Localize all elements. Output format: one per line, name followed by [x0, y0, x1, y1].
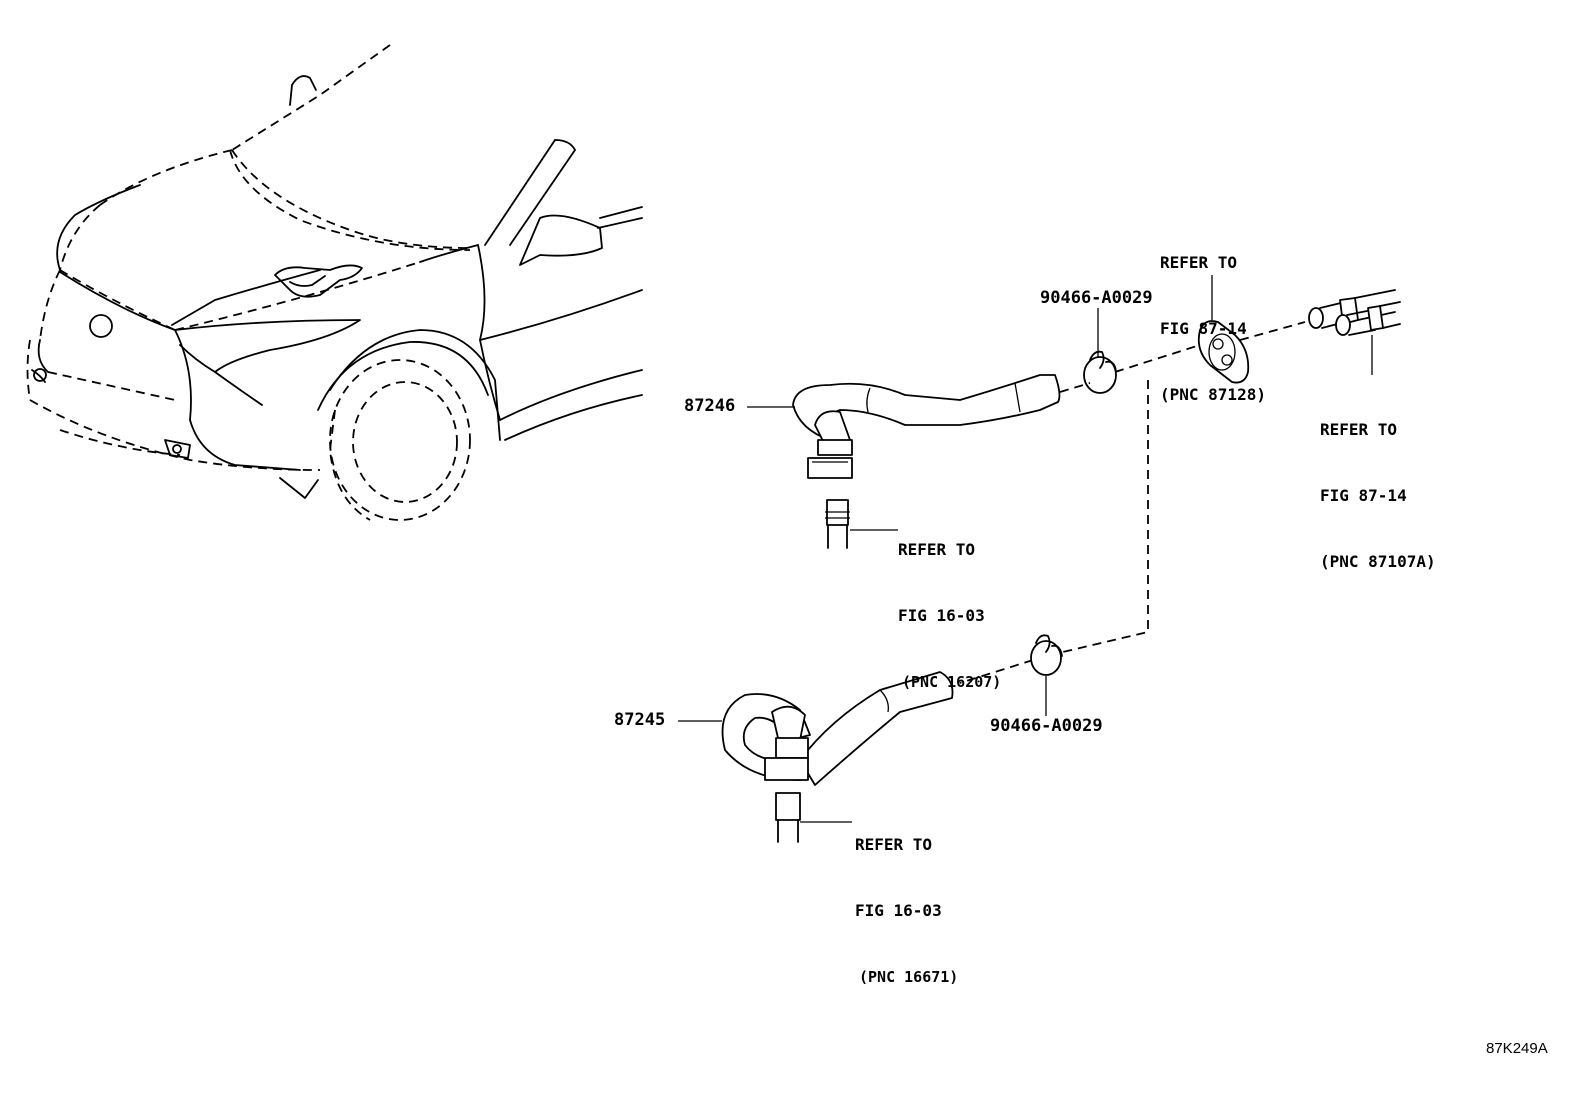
part-number-clamp-lower[interactable]: 90466-A0029	[990, 716, 1103, 736]
water-hose-upper[interactable]	[792, 374, 1061, 479]
engine-pipe-lower	[775, 792, 852, 843]
grommet[interactable]	[1197, 275, 1250, 384]
reference-grommet[interactable]: REFER TO FIG 87-14 (PNC 87128)	[1160, 208, 1266, 428]
water-hose-lower[interactable]	[721, 671, 954, 786]
reference-heater-pipe-line1: REFER TO	[1320, 420, 1398, 439]
reference-grommet-line1: REFER TO	[1160, 253, 1238, 272]
assembly-line-4	[1049, 380, 1149, 656]
assembly-line-1	[1059, 382, 1091, 393]
reference-grommet-line2: FIG 87-14	[1160, 319, 1247, 338]
engine-pipe-upper	[825, 499, 898, 549]
part-number-87245[interactable]: 87245	[614, 710, 666, 730]
part-number-clamp-upper[interactable]: 90466-A0029	[1040, 288, 1153, 308]
hose-clamp-upper[interactable]	[1083, 350, 1117, 394]
reference-engine-pipe-lower-line2: FIG 16-03	[855, 901, 942, 920]
hose-clamp-lower[interactable]	[1030, 634, 1063, 676]
assembly-line-3	[1239, 321, 1306, 341]
reference-engine-pipe-upper-line3: (PNC 16207)	[902, 673, 1002, 691]
reference-heater-pipe-line2: FIG 87-14	[1320, 486, 1407, 505]
vehicle-illustration	[26, 44, 643, 521]
reference-engine-pipe-lower-line3: (PNC 16671)	[859, 968, 959, 986]
reference-engine-pipe-lower[interactable]: REFER TO FIG 16-03 (PNC 16671)	[855, 790, 958, 1010]
heater-pipes	[1308, 289, 1401, 375]
reference-heater-pipe-line3: (PNC 87107A)	[1320, 552, 1436, 571]
part-number-87246[interactable]: 87246	[684, 396, 736, 416]
reference-engine-pipe-lower-line1: REFER TO	[855, 835, 933, 854]
reference-heater-pipe[interactable]: REFER TO FIG 87-14 (PNC 87107A)	[1320, 375, 1436, 595]
reference-engine-pipe-upper[interactable]: REFER TO FIG 16-03 (PNC 16207)	[898, 495, 1001, 715]
reference-engine-pipe-upper-line2: FIG 16-03	[898, 606, 985, 625]
assembly-line-5	[959, 659, 1034, 684]
reference-engine-pipe-upper-line1: REFER TO	[898, 540, 976, 559]
reference-grommet-line3: (PNC 87128)	[1160, 385, 1266, 404]
illustration-code: 87K249A	[1486, 1040, 1548, 1057]
